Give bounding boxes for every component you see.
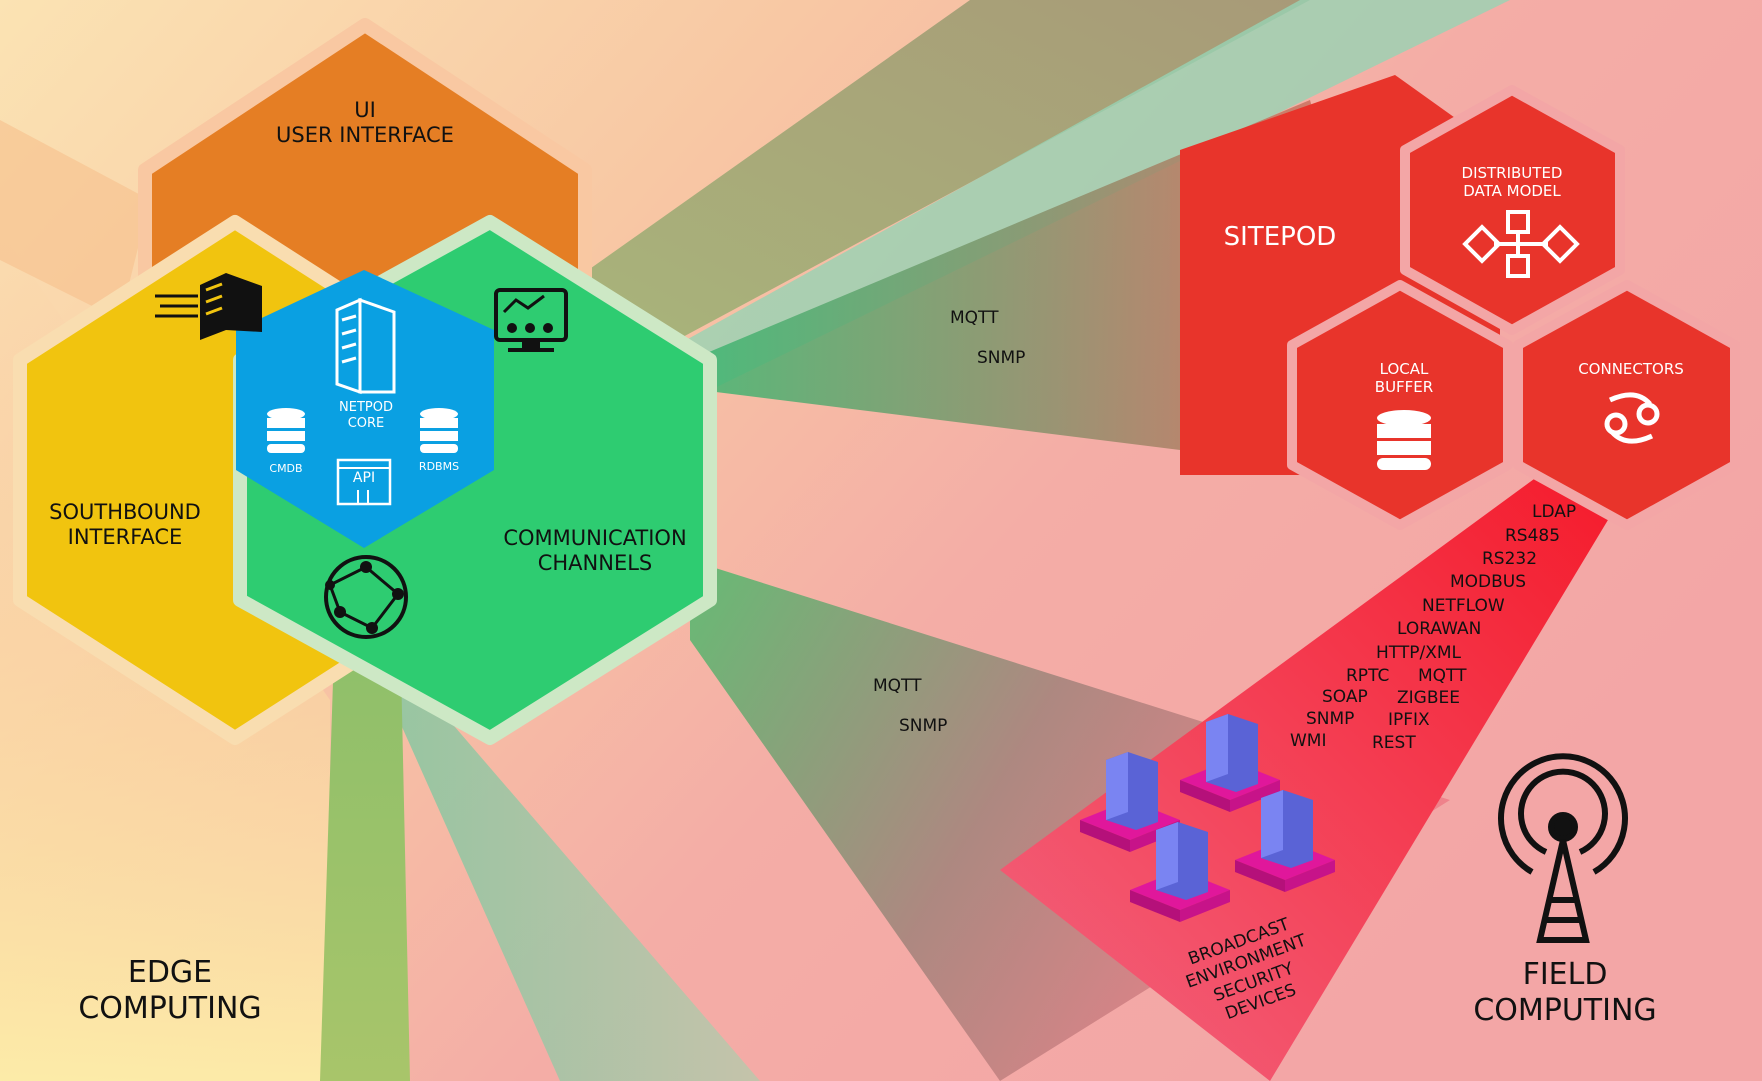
rdbms-label: RDBMS [418,460,460,473]
protocol-item: LORAWAN [1397,619,1482,639]
api-window-icon [336,458,392,506]
field-line1: FIELD [1522,957,1608,992]
communication-label-line2: CHANNELS [537,551,653,576]
protocol-item: MQTT [1418,666,1467,686]
core-hex [236,270,494,548]
southbound-label: SOUTHBOUND INTERFACE [20,500,230,550]
ui-label-line2: USER INTERFACE [276,123,454,148]
rdbms-database-icon [420,408,458,453]
ui-label: UI USER INTERFACE [225,98,505,148]
southbound-label-line1: SOUTHBOUND [49,500,201,524]
connectors-label: CONNECTORS [1578,360,1684,378]
beam-teal-lower [380,640,760,1081]
distributed-line1: DISTRIBUTED [1461,164,1563,182]
cmdb-database-icon [267,408,305,453]
protocol-item: WMI [1290,731,1327,751]
left-orange-beam [0,120,150,320]
sitepod-title: SITEPOD [1223,222,1337,252]
southbound-label-line2: INTERFACE [67,525,183,550]
antenna-tower-icon [1498,753,1628,943]
distributed-line2: DATA MODEL [1463,182,1561,200]
connectors-hex [1513,280,1740,530]
edge-computing-label: EDGE COMPUTING [50,955,290,1027]
local-buffer-line1: LOCAL [1379,360,1429,378]
protocol-item: LDAP [1532,502,1577,522]
devices-server-cluster-icon [1080,714,1335,922]
protocol-item: RS485 [1505,526,1561,546]
beam-down [320,620,410,1081]
field-line2: COMPUTING [1473,993,1657,1028]
beam-field-protocols [1000,460,1620,1081]
upper-link-protocol-a: MQTT [950,308,999,328]
protocol-item: REST [1372,733,1416,753]
protocol-item: ZIGBEE [1397,688,1460,708]
distributed-data-model-label: DISTRIBUTED DATA MODEL [1432,164,1592,200]
buffer-database-icon [1377,410,1431,470]
edge-line2: COMPUTING [78,991,262,1026]
local-buffer-hex [1287,280,1513,530]
protocol-item: RPTC [1346,666,1390,686]
connectors-cycle-icon [1604,392,1660,444]
core-label-line2: CORE [347,415,385,431]
protocol-item: MODBUS [1450,572,1527,592]
ui-label-line1: UI [354,98,376,122]
core-server-icon [335,297,396,395]
dashboard-monitor-icon [494,288,568,352]
upper-link-protocol-b: SNMP [977,348,1026,368]
field-computing-label: FIELD COMPUTING [1440,957,1690,1029]
core-label: NETPOD CORE [316,400,416,431]
cmdb-label: CMDB [269,462,303,475]
local-buffer-label: LOCAL BUFFER [1334,360,1474,396]
data-model-network-icon [1462,210,1580,278]
protocol-item: HTTP/XML [1376,643,1462,663]
communication-label: COMMUNICATION CHANNELS [490,526,700,576]
communication-label-line1: COMMUNICATION [503,526,687,550]
protocol-item: RS232 [1482,549,1538,569]
protocol-item: SNMP [1306,709,1355,729]
protocol-item: SOAP [1322,687,1368,707]
local-buffer-line2: BUFFER [1374,378,1434,396]
lower-link-protocol-a: MQTT [873,676,922,696]
api-label: API [352,470,376,486]
protocol-item: IPFIX [1388,710,1430,730]
network-globe-icon [324,555,408,639]
beam-upper [560,0,1310,360]
core-label-line1: NETPOD [339,400,393,415]
edge-line1: EDGE [127,955,213,990]
lower-link-protocol-b: SNMP [899,716,948,736]
protocol-item: NETFLOW [1422,596,1505,616]
server-rack-icon [155,273,262,340]
